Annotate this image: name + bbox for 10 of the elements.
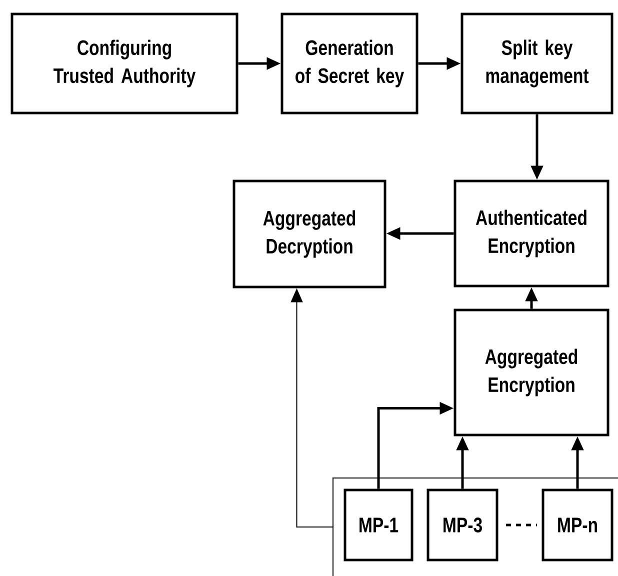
process-box: Configuring Trusted Authority <box>10 12 238 114</box>
process-box: MP-3 <box>426 488 498 562</box>
process-box: Aggregated Encryption <box>454 308 610 436</box>
process-box: MP-1 <box>344 488 414 562</box>
process-box: Generation of Secret key <box>280 12 418 114</box>
process-box: Split key management <box>460 12 614 114</box>
process-box: Authenticated Encryption <box>454 180 610 288</box>
process-box: Aggregated Decryption <box>232 180 386 288</box>
process-box: MP-n <box>542 488 614 562</box>
group-frame <box>332 478 618 576</box>
